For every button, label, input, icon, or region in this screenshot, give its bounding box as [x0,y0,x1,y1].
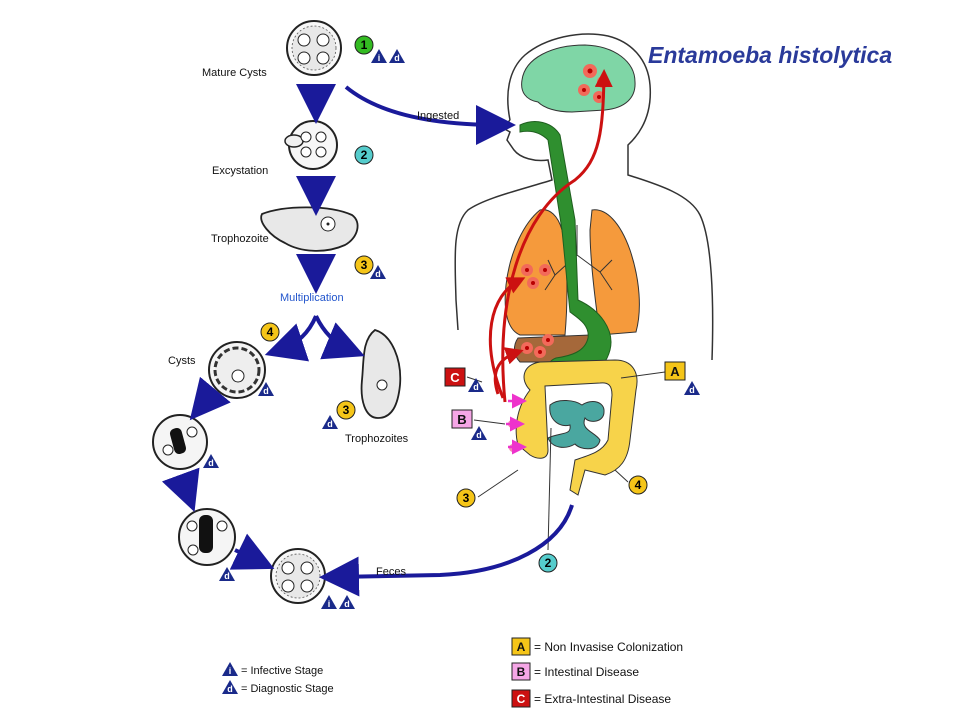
trophozoite-cell [260,206,359,252]
disease-legend: A = Non Invasise Colonization B = Intest… [511,637,683,708]
tri-d-tetranucleate: d [224,571,230,581]
small-intestine [547,400,605,450]
ingested-arrow [344,85,516,145]
num-2-excystation: 2 [361,148,368,162]
diagram-title: Entamoeba histolytica [648,42,893,68]
liver-lesions [521,334,554,358]
tri-d-b: d [476,430,482,440]
brain [521,44,636,113]
mature-cyst-bottom [270,548,326,604]
cyst-immature [208,341,266,399]
human-figure [454,33,714,361]
number-markers: 1 2 3 4 3 3 2 4 [260,35,648,573]
tri-d-bottom: d [344,599,350,609]
legend-b-text: = Intestinal Disease [534,665,639,679]
label-trophozoites: Trophozoites [345,433,409,445]
legend-diagnostic: = Diagnostic Stage [241,683,334,695]
tri-d-cysts: d [263,386,269,396]
face-outline [454,119,553,331]
box-b-body: B [457,412,466,427]
label-excystation: Excystation [212,165,268,177]
legend-b-letter: B [517,665,526,679]
stage-triangles: i d d d d d d i d d d d [203,49,700,609]
arrow-to-liver [493,347,524,395]
num-2-body: 2 [545,556,552,570]
label-cysts: Cysts [168,355,196,367]
num-3-body: 3 [463,491,470,505]
num-3-trophozoites: 3 [343,403,350,417]
mature-cyst-top [286,20,342,76]
box-c-body: C [450,370,460,385]
tri-d-top: d [394,53,400,63]
intestinal-arrows [506,393,527,455]
legend-c-letter: C [517,692,526,706]
disease-letter-boxes: C B A [444,361,686,429]
cycle-arrows [161,84,574,597]
num-3-trophozoite: 3 [361,258,368,272]
legend-c-text: = Extra-Intestinal Disease [534,692,671,706]
legend-tri-d: d [227,684,233,694]
num-4-cysts: 4 [267,325,274,339]
large-intestine [515,359,638,496]
label-multiplication: Multiplication [280,292,344,304]
head-outline [507,33,714,361]
lung-lesions [521,264,551,289]
tri-d-trophozoites: d [327,419,333,429]
legend-a-letter: A [517,640,526,654]
label-mature-cysts: Mature Cysts [202,67,267,79]
label-ingested: Ingested [417,110,459,122]
legend-infective: = Infective Stage [241,665,323,677]
trophozoite-elongated [360,329,402,419]
leader-lines [466,371,666,551]
cyst-tetranucleate [178,508,236,566]
tri-d-c: d [473,382,479,392]
legend-a-text: = Non Invasise Colonization [534,640,683,654]
legend-tri-i: i [229,666,232,676]
num-1-top: 1 [361,38,368,52]
extra-intestinal-arrows [488,69,613,403]
tri-i-bottom: i [328,599,331,609]
feces-arrow [319,504,574,597]
label-feces: Feces [376,566,406,578]
tri-i-top: i [378,53,381,63]
tri-d-a: d [689,385,695,395]
excystation-cyst [284,120,338,170]
box-a-body: A [670,364,680,379]
left-lung [504,209,568,336]
stage-legend: i = Infective Stage d = Diagnostic Stage [222,662,334,695]
label-trophozoite: Trophozoite [211,233,269,245]
right-lung [589,209,640,336]
tri-d-binucleate: d [208,458,214,468]
tri-d-troph: d [375,269,381,279]
arrow-to-brain [501,69,613,403]
num-4-body: 4 [635,478,642,492]
cyst-binucleate [152,414,208,470]
